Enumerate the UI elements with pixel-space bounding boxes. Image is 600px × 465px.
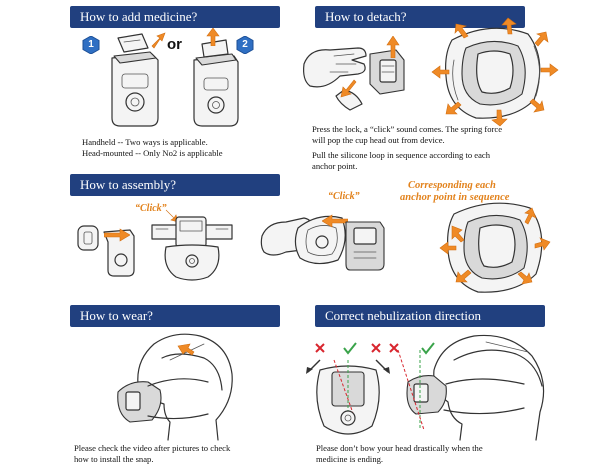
silicone-loop-assembly-illustration	[447, 202, 543, 293]
section-title-assembly: How to assembly?	[70, 174, 280, 196]
nebulizer-front-direction-illustration	[306, 359, 390, 435]
section-title-wear: How to wear?	[70, 305, 280, 327]
mask-front-assembly-illustration	[151, 216, 233, 281]
head-wearing-mask-illustration	[117, 333, 233, 441]
step-badge-icon: 2	[236, 35, 254, 55]
arrow-icon	[386, 36, 400, 58]
step-number-2: 2	[242, 39, 248, 50]
step-badge-icon: 1	[82, 35, 100, 55]
add-medicine-caption: Handheld -- Two ways is applicable. Head…	[82, 137, 223, 158]
direction-marks-right	[389, 342, 435, 355]
click-label-2: “Click”	[328, 191, 360, 202]
device-side-illustration	[345, 221, 385, 271]
arrow-icon	[340, 79, 357, 98]
device-illustration-handheld	[111, 33, 159, 127]
section-title-detach: How to detach?	[315, 6, 525, 28]
hand-assembly-illustration	[260, 215, 346, 265]
click-label-1: “Click”	[135, 203, 167, 214]
arrow-icon	[322, 214, 348, 228]
anchor-arrows-icon	[431, 17, 559, 127]
arrow-icon	[151, 32, 166, 49]
direction-marks-left	[315, 342, 381, 355]
arrow-icon	[206, 28, 220, 46]
arrow-icon	[104, 228, 130, 242]
hand-pressing-lock-illustration	[303, 47, 405, 111]
anchor-arrows-icon	[439, 207, 551, 285]
step-number-1: 1	[88, 39, 94, 50]
device-illustration-head-mounted	[193, 39, 239, 127]
wear-caption: Please check the video after pictures to…	[74, 443, 231, 464]
or-label: or	[167, 36, 182, 53]
section-title-add-medicine: How to add medicine?	[70, 6, 280, 28]
head-side-direction-illustration	[397, 334, 545, 441]
section-title-direction: Correct nebulization direction	[315, 305, 545, 327]
direction-caption: Please don’t bow your head drastically w…	[316, 443, 483, 464]
detach-caption-2: Pull the silicone loop in sequence accor…	[312, 150, 491, 171]
detach-caption-1: Press the lock, a “click” sound comes. T…	[312, 124, 503, 145]
silicone-loop-illustration	[445, 27, 541, 119]
device-side-assembly-illustration	[77, 225, 135, 277]
anchor-sequence-label: Corresponding each anchor point in seque…	[400, 180, 510, 203]
